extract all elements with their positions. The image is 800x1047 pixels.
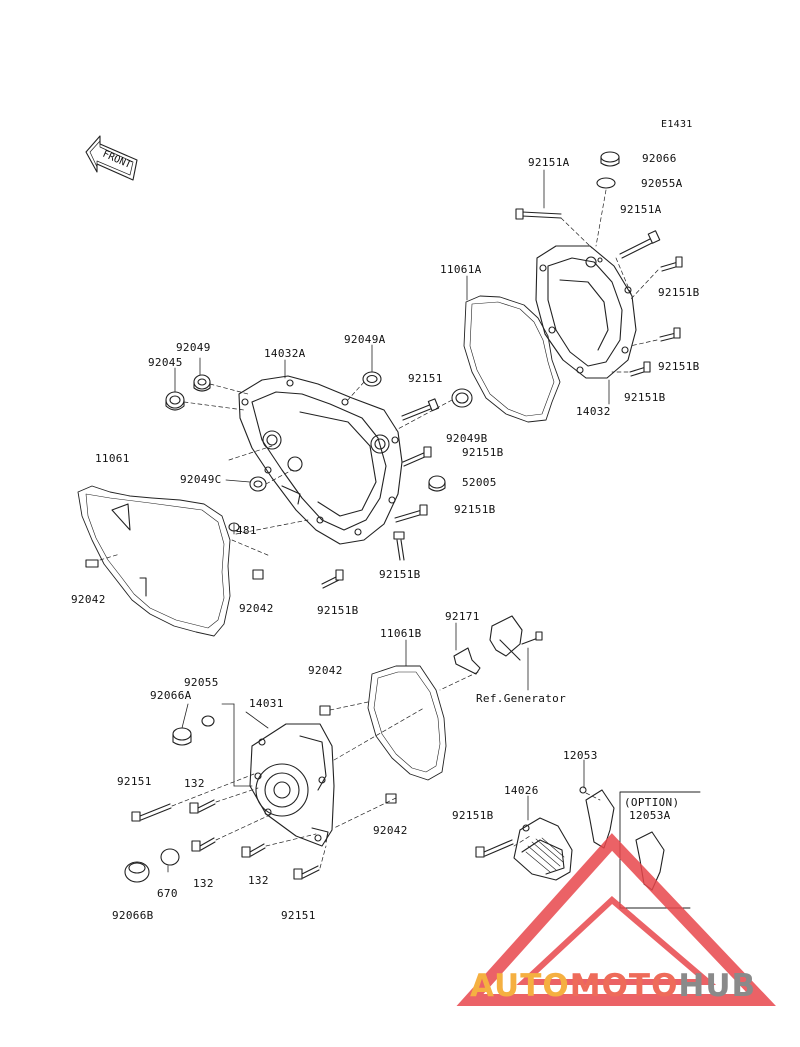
diagram-code: E1431 bbox=[661, 119, 693, 130]
part-label: 92151B bbox=[624, 391, 666, 404]
o-ring-92055 bbox=[201, 715, 215, 727]
plug-92066A bbox=[172, 727, 192, 746]
part-label: 14032 bbox=[576, 405, 611, 418]
part-label: 92151 bbox=[281, 909, 316, 922]
part-label: 92151 bbox=[117, 775, 152, 788]
part-label: 11061A bbox=[440, 263, 482, 276]
part-label: 92151B bbox=[658, 360, 700, 373]
bolt-92151A-top bbox=[515, 208, 562, 220]
bolt-92151B-3 bbox=[629, 361, 651, 377]
part-label: 52005 bbox=[462, 476, 497, 489]
part-label: 92055 bbox=[184, 676, 219, 689]
bolt-132-2 bbox=[191, 837, 216, 852]
dowel-pin-92042-bottom bbox=[385, 793, 397, 804]
front-arrow-icon bbox=[85, 135, 138, 181]
part-label: 481 bbox=[236, 524, 257, 537]
part-label: 92151B bbox=[452, 809, 494, 822]
bolt-92151B-1 bbox=[660, 256, 683, 272]
part-label: 92049A bbox=[344, 333, 386, 346]
part-label: 92049 bbox=[176, 341, 211, 354]
gasket-11061B bbox=[367, 665, 447, 781]
bolt-92151A-mid bbox=[619, 230, 661, 259]
part-label: 11061B bbox=[380, 627, 422, 640]
part-label: 92151B bbox=[379, 568, 421, 581]
part-label: 92049C bbox=[180, 473, 222, 486]
part-label: 92045 bbox=[148, 356, 183, 369]
bolt-92151-bottom bbox=[293, 865, 320, 880]
oil-seal-92049C bbox=[249, 476, 267, 492]
part-label: 92171 bbox=[445, 610, 480, 623]
part-label: 92151B bbox=[454, 503, 496, 516]
part-label: 14032A bbox=[264, 347, 306, 360]
part-label: 92151A bbox=[528, 156, 570, 169]
clutch-cover-inner bbox=[238, 375, 403, 545]
watermark-auto: AUTO bbox=[470, 968, 570, 1004]
part-label: 92066 bbox=[642, 152, 677, 165]
bolt-92151B-4 bbox=[402, 446, 432, 467]
part-label: 92151B bbox=[317, 604, 359, 617]
part-label: 11061 bbox=[95, 452, 130, 465]
oil-seal-92049A bbox=[362, 371, 382, 387]
part-label: 92066B bbox=[112, 909, 154, 922]
dowel-pin-92042-mid bbox=[252, 569, 264, 580]
bolt-132-3 bbox=[241, 843, 266, 858]
oil-seal-92045 bbox=[165, 391, 185, 411]
part-label: 14031 bbox=[249, 697, 284, 710]
gasket-11061A bbox=[463, 295, 561, 423]
part-label: 92151A bbox=[620, 203, 662, 216]
sprocket-cover-14026 bbox=[513, 817, 573, 881]
part-label: 132 bbox=[193, 877, 214, 890]
bolt-92151-mid bbox=[401, 398, 440, 421]
dowel-pin-92042-top bbox=[319, 705, 331, 716]
part-label: 92151B bbox=[462, 446, 504, 459]
part-label: 132 bbox=[248, 874, 269, 887]
part-label: 92042 bbox=[308, 664, 343, 677]
part-label: 92066A bbox=[150, 689, 192, 702]
part-label: 670 bbox=[157, 887, 178, 900]
cap-52005 bbox=[428, 475, 446, 492]
part-label: 14026 bbox=[504, 784, 539, 797]
watermark-moto: MOTO bbox=[569, 968, 679, 1004]
gasket-11061 bbox=[77, 485, 231, 637]
cap-92066 bbox=[600, 151, 620, 167]
watermark-triangle-icon bbox=[456, 833, 776, 1006]
bracket-92171 bbox=[453, 647, 481, 675]
generator-wiring bbox=[489, 615, 543, 661]
ref-note: Ref.Generator bbox=[476, 692, 566, 705]
bolt-132-1 bbox=[189, 799, 216, 814]
bolt-92151B-7 bbox=[321, 569, 344, 589]
o-ring-92055A bbox=[596, 177, 616, 189]
part-label: 92151 bbox=[408, 372, 443, 385]
generator-cover bbox=[249, 723, 335, 847]
oil-seal-92049B bbox=[451, 388, 473, 408]
part-label: 92049B bbox=[446, 432, 488, 445]
part-label: 132 bbox=[184, 777, 205, 790]
part-label: 12053 bbox=[563, 749, 598, 762]
part-label: 92055A bbox=[641, 177, 683, 190]
dowel-pin-92042-left bbox=[85, 559, 99, 568]
bolt-92151B-8 bbox=[475, 839, 514, 858]
watermark-hub: HUB bbox=[678, 968, 757, 1004]
oil-seal-92049 bbox=[193, 374, 211, 392]
bolt-92151B-2 bbox=[659, 327, 681, 342]
part-label: 92042 bbox=[239, 602, 274, 615]
bolt-92151B-5 bbox=[394, 504, 428, 523]
part-label: 92042 bbox=[71, 593, 106, 606]
part-label: 92151B bbox=[658, 286, 700, 299]
o-ring-670 bbox=[160, 848, 180, 866]
clutch-cover-outer bbox=[535, 245, 637, 379]
option-label: (OPTION) bbox=[624, 796, 680, 809]
plug-92066B bbox=[124, 861, 150, 883]
part-label: 92042 bbox=[373, 824, 408, 837]
bolt-92151B-6 bbox=[393, 531, 405, 561]
part-label: 12053A bbox=[629, 809, 671, 822]
bolt-92151-left bbox=[131, 803, 172, 822]
watermark-logo: AUTOMOTOHUB bbox=[470, 968, 756, 1004]
